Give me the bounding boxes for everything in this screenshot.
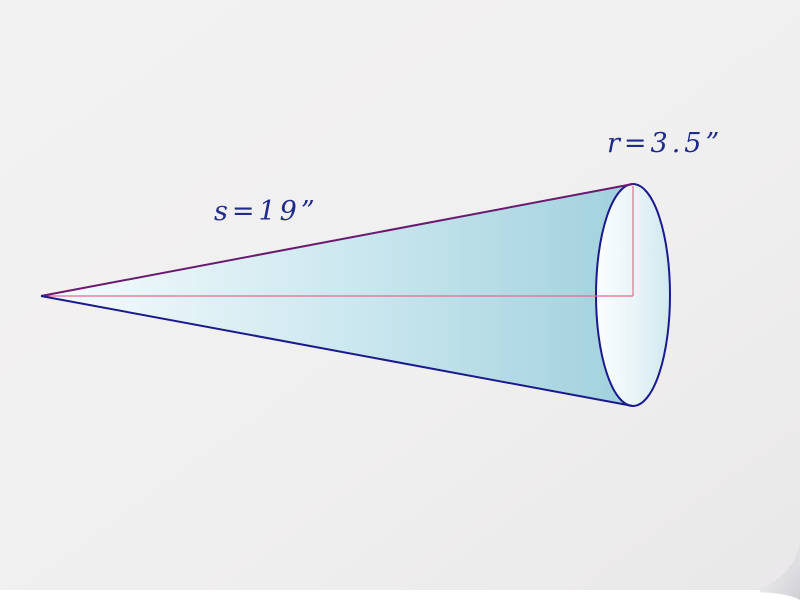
- slant-height-label: s=19”: [214, 196, 319, 227]
- slant-edge-upper: [40, 183, 634, 297]
- paper-bottom-edge: [0, 590, 760, 600]
- paper-curl: [752, 540, 800, 600]
- radius-label: r=3.5”: [607, 128, 723, 159]
- slant-edge-lower: [40, 295, 634, 407]
- cone-body: [41, 184, 633, 406]
